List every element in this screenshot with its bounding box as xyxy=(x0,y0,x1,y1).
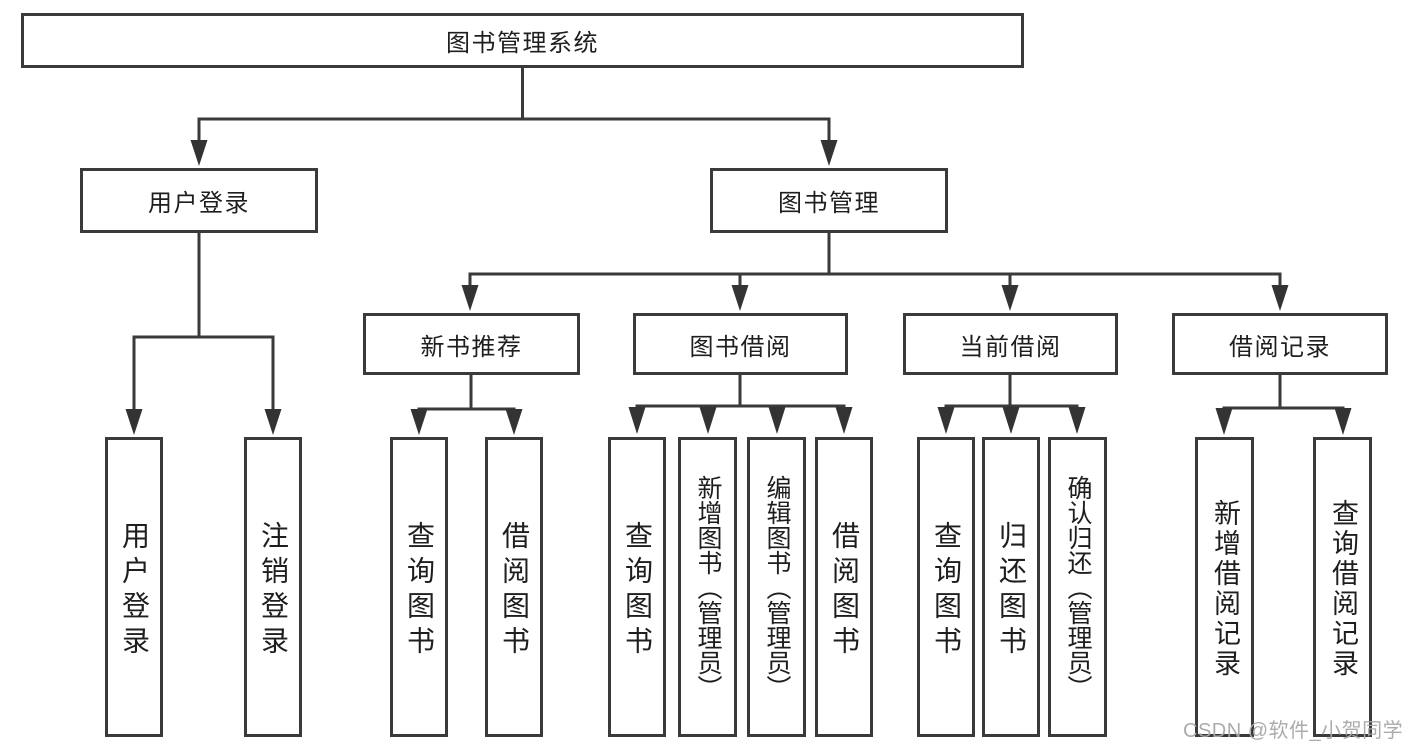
csdn-watermark: CSDN @软件_小贺同学 xyxy=(1183,720,1404,742)
node-leaf-query-borrow-record: 查询借阅记录 xyxy=(1313,437,1372,737)
node-label: 查询图书 xyxy=(622,520,653,661)
node-system-root: 图书管理系统 xyxy=(21,13,1024,68)
connector-borrowing-records-branch xyxy=(1215,375,1352,435)
node-user-login: 用户登录 xyxy=(80,168,318,233)
node-leaf-borrow-books: 借阅图书 xyxy=(815,437,873,737)
node-label: 确认归还（管理员） xyxy=(1064,474,1092,700)
node-leaf-edit-books-admin: 编辑图书（管理员） xyxy=(747,437,806,737)
node-leaf-add-books-admin: 新增图书（管理员） xyxy=(678,437,737,737)
node-label: 查询图书 xyxy=(404,520,435,661)
node-label: 查询借阅记录 xyxy=(1328,498,1358,679)
node-leaf-borrow-books-recommend: 借阅图书 xyxy=(485,437,543,737)
node-label: 查询图书 xyxy=(931,520,962,661)
connector-new-book-branch xyxy=(410,375,523,435)
node-borrowing-records: 借阅记录 xyxy=(1172,313,1388,375)
node-leaf-query-books-current: 查询图书 xyxy=(917,437,975,737)
node-leaf-add-borrow-record: 新增借阅记录 xyxy=(1195,437,1254,737)
node-book-borrowing: 图书借阅 xyxy=(633,313,848,375)
node-label: 用户登录 xyxy=(119,520,150,661)
connector-book-borrowing-branch xyxy=(628,375,853,434)
node-leaf-logout: 注销登录 xyxy=(244,437,302,737)
node-label: 编辑图书（管理员） xyxy=(763,474,791,700)
node-label: 借阅图书 xyxy=(499,520,530,661)
connector-book-management-branch xyxy=(461,233,1289,311)
node-label: 借阅图书 xyxy=(829,520,860,661)
node-book-management: 图书管理 xyxy=(710,168,948,233)
connector-current-borrowing-branch xyxy=(937,375,1086,434)
node-leaf-return-books: 归还图书 xyxy=(982,437,1040,737)
node-new-book-recommendation: 新书推荐 xyxy=(363,313,580,375)
node-leaf-query-books-recommend: 查询图书 xyxy=(390,437,448,737)
node-leaf-user-login: 用户登录 xyxy=(105,437,163,737)
node-label: 注销登录 xyxy=(258,520,289,661)
node-leaf-query-books-borrowing: 查询图书 xyxy=(608,437,666,737)
node-leaf-confirm-return-admin: 确认归还（管理员） xyxy=(1048,437,1107,737)
node-label: 归还图书 xyxy=(996,520,1027,661)
node-current-borrowing: 当前借阅 xyxy=(903,313,1118,375)
connector-user-login-branch xyxy=(125,233,282,435)
node-label: 新增借阅记录 xyxy=(1210,498,1240,679)
node-label: 新增图书（管理员） xyxy=(694,474,722,700)
connector-root-to-level2 xyxy=(190,66,838,166)
